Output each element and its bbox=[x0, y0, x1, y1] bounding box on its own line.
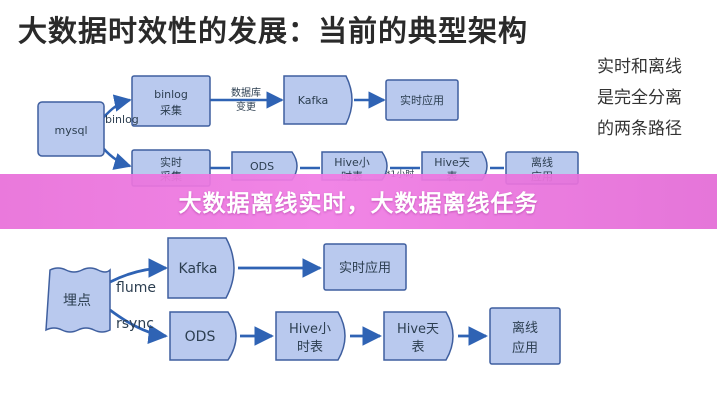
node-hive-day-bottom bbox=[383, 311, 454, 361]
edge-label-db-change-1: 数据库 bbox=[231, 86, 261, 99]
node-hive-day-bottom-label-1: Hive天 bbox=[397, 322, 439, 337]
node-kafka-label: Kafka bbox=[298, 94, 329, 107]
node-hive-day-bottom-label-2: 表 bbox=[411, 340, 424, 355]
node-hive-hour-label-1: Hive小 bbox=[334, 156, 370, 169]
node-ods-bottom bbox=[169, 311, 237, 361]
banner-overlay bbox=[0, 174, 717, 229]
node-hive-day-label-1: Hive天 bbox=[434, 156, 470, 169]
node-tracking-label: 埋点 bbox=[63, 293, 91, 309]
side-note-line-3: 的两条路径 bbox=[597, 119, 682, 139]
node-offline-app-bottom bbox=[489, 307, 561, 365]
node-realtime-app-label: 实时应用 bbox=[400, 93, 444, 107]
node-offline-app-bottom-label-1: 离线 bbox=[512, 320, 538, 336]
diagram-title: 大数据时效性的发展：当前的典型架构 bbox=[18, 14, 529, 48]
edge-mysql-to-binlog-collect bbox=[102, 94, 132, 119]
side-note: 实时和离线 是完全分离 的两条路径 bbox=[597, 52, 707, 145]
side-note-line-2: 是完全分离 bbox=[597, 88, 682, 108]
node-kafka-bottom bbox=[167, 237, 235, 299]
edge-label-flume: flume bbox=[116, 280, 156, 296]
node-binlog-collect-label-1: binlog bbox=[154, 88, 188, 101]
node-ods-bottom-label: ODS bbox=[185, 329, 216, 345]
node-hive-hour-bottom-label-2: 时表 bbox=[297, 340, 323, 355]
node-ods-label: ODS bbox=[250, 160, 274, 173]
banner-title: 大数据离线实时，大数据离线任务 bbox=[178, 191, 539, 217]
node-mysql-label: mysql bbox=[55, 124, 88, 137]
node-hive-hour-bottom bbox=[275, 311, 346, 361]
node-offline-app-bottom-label-2: 应用 bbox=[512, 340, 538, 356]
node-kafka bbox=[283, 75, 353, 125]
node-binlog-collect bbox=[131, 75, 211, 127]
node-tracking bbox=[45, 267, 111, 333]
edge-label-db-change-2: 变更 bbox=[236, 100, 256, 113]
node-realtime-app-bottom bbox=[323, 243, 407, 291]
node-realtime-collect-label-1: 实时 bbox=[160, 155, 182, 169]
edge-label-rsync: rsync bbox=[116, 316, 154, 332]
node-binlog-collect-label-2: 采集 bbox=[160, 103, 182, 117]
node-offline-app-label-1: 离线 bbox=[531, 155, 553, 169]
node-realtime-app-bottom-label: 实时应用 bbox=[339, 260, 391, 276]
edge-mysql-to-realtime-collect bbox=[102, 147, 132, 170]
node-realtime-app bbox=[385, 79, 459, 121]
edge-label-binlog: binlog bbox=[105, 113, 139, 126]
node-mysql bbox=[37, 101, 105, 157]
node-hive-hour-bottom-label-1: Hive小 bbox=[289, 322, 331, 337]
edge-tracking-to-ods bbox=[109, 308, 168, 344]
edge-tracking-to-kafka bbox=[109, 258, 168, 284]
side-note-line-1: 实时和离线 bbox=[597, 57, 682, 77]
node-kafka-bottom-label: Kafka bbox=[179, 261, 218, 277]
